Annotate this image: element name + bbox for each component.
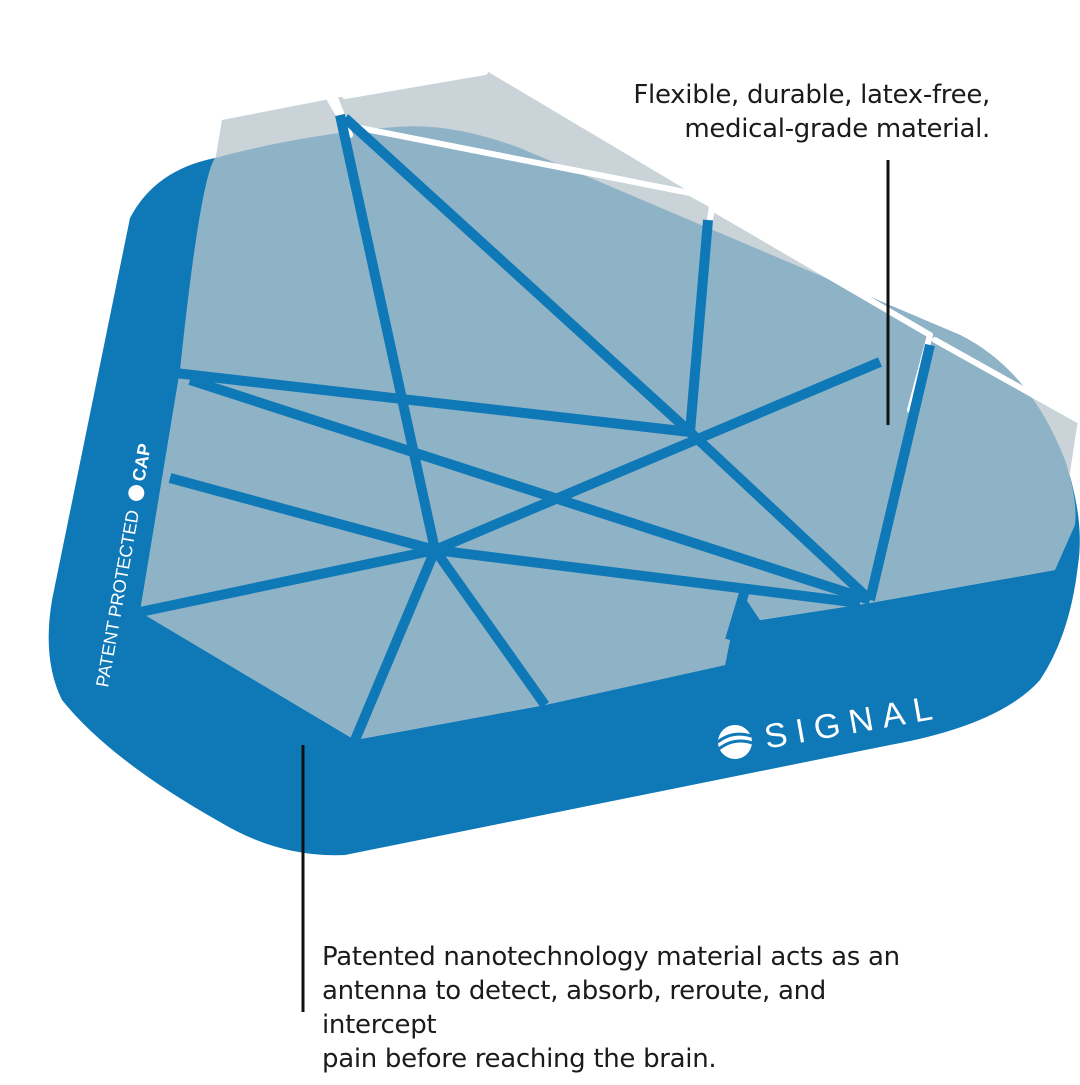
callout-technology-line-3: pain before reaching the brain. xyxy=(322,1044,717,1074)
callout-technology-line-1: Patented nanotechnology material acts as… xyxy=(322,942,900,972)
callout-material-text: Flexible, durable, latex-free, medical-g… xyxy=(570,78,990,146)
callout-technology-line-2: antenna to detect, absorb, reroute, and … xyxy=(322,976,826,1040)
callout-material-line-1: Flexible, durable, latex-free, xyxy=(633,80,990,110)
signal-logo-icon xyxy=(716,725,753,759)
ncap-logo-icon xyxy=(128,484,145,501)
callout-material-line-2: medical-grade material. xyxy=(684,114,990,144)
callout-technology-text: Patented nanotechnology material acts as… xyxy=(322,940,922,1076)
nanotech-network xyxy=(138,113,935,742)
